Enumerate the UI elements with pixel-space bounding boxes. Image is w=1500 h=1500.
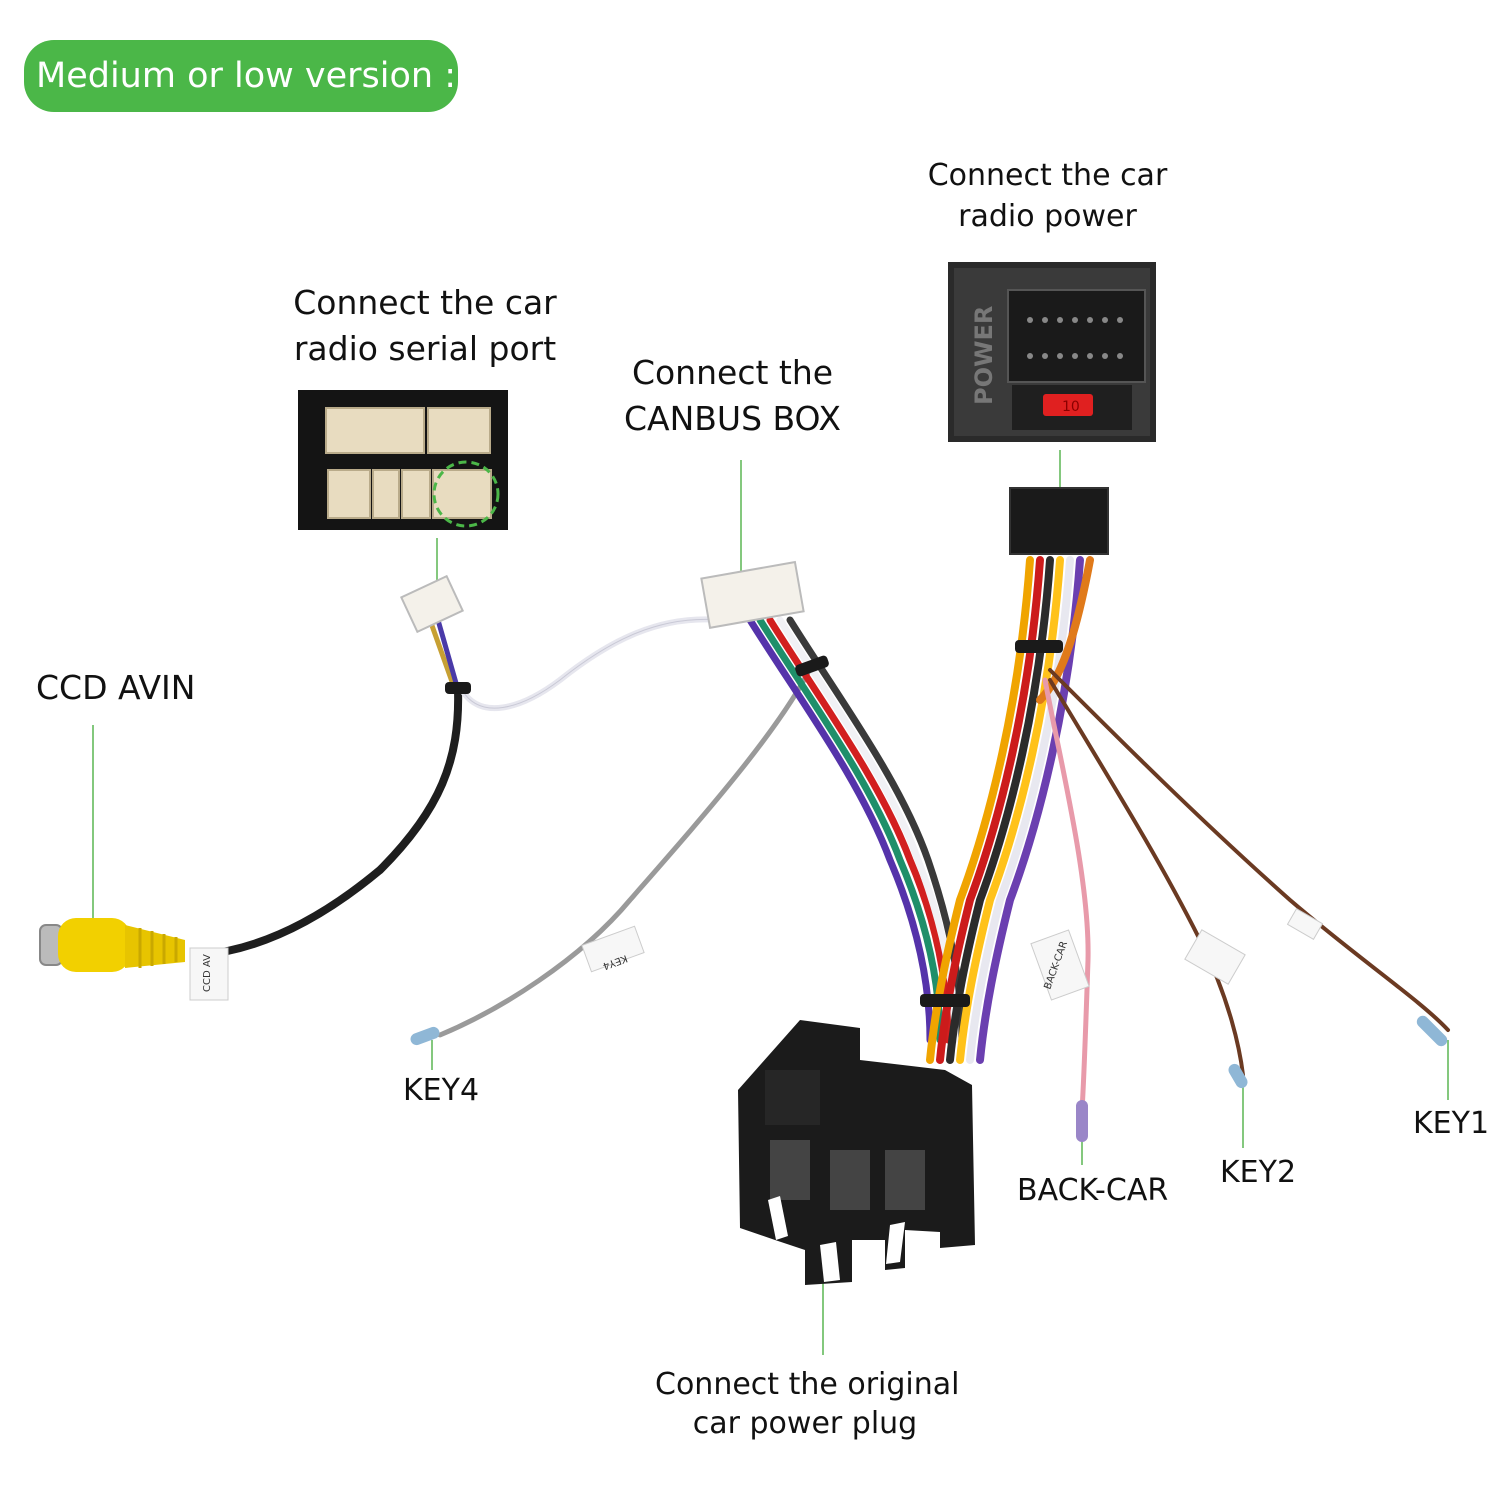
label-radio-power: Connect the car radio power — [920, 155, 1175, 238]
label-original-plug-line1: Connect the original — [655, 1367, 960, 1402]
wire-end-caps — [410, 1015, 1448, 1142]
label-back-car: BACK-CAR — [1017, 1173, 1169, 1208]
fuse-text: 10 — [1062, 399, 1080, 415]
rca-jack-icon — [39, 918, 185, 972]
version-badge: Medium or low version : — [24, 40, 458, 112]
label-key4: KEY4 — [403, 1073, 480, 1108]
wire-tags: CCD AV KEY4 BACK-CAR — [189, 908, 1324, 1001]
highlight-circle — [432, 460, 500, 528]
serial-plug — [399, 574, 465, 634]
canbus-plug — [700, 560, 805, 629]
label-radio-power-line1: Connect the car — [927, 158, 1168, 193]
label-key2: KEY2 — [1220, 1155, 1297, 1190]
label-ccd-avin: CCD AVIN — [36, 668, 196, 707]
fuse-icon — [1043, 394, 1093, 416]
label-original-plug: Connect the original car power plug — [655, 1365, 960, 1443]
serial-port-photo — [298, 390, 508, 530]
cable-ties — [445, 640, 1063, 1007]
label-original-plug-line2: car power plug — [692, 1406, 918, 1441]
label-serial-port-line1: Connect the car — [293, 283, 557, 322]
label-canbus: Connect the CANBUS BOX — [615, 350, 850, 441]
label-radio-power-line2: radio power — [958, 199, 1137, 235]
label-serial-port: Connect the car radio serial port — [290, 280, 560, 371]
label-canbus-line2: CANBUS BOX — [623, 398, 842, 438]
radio-power-photo: POWER 10 — [948, 262, 1156, 442]
label-serial-port-line2: radio serial port — [293, 328, 557, 368]
power-side-text: POWER — [970, 306, 998, 405]
power-plug — [1009, 487, 1109, 555]
tag-ccd-text: CCD AV — [202, 954, 213, 992]
label-canbus-line1: Connect the — [631, 353, 834, 392]
iso-power-plug — [738, 1020, 975, 1285]
label-key1: KEY1 — [1413, 1106, 1490, 1141]
